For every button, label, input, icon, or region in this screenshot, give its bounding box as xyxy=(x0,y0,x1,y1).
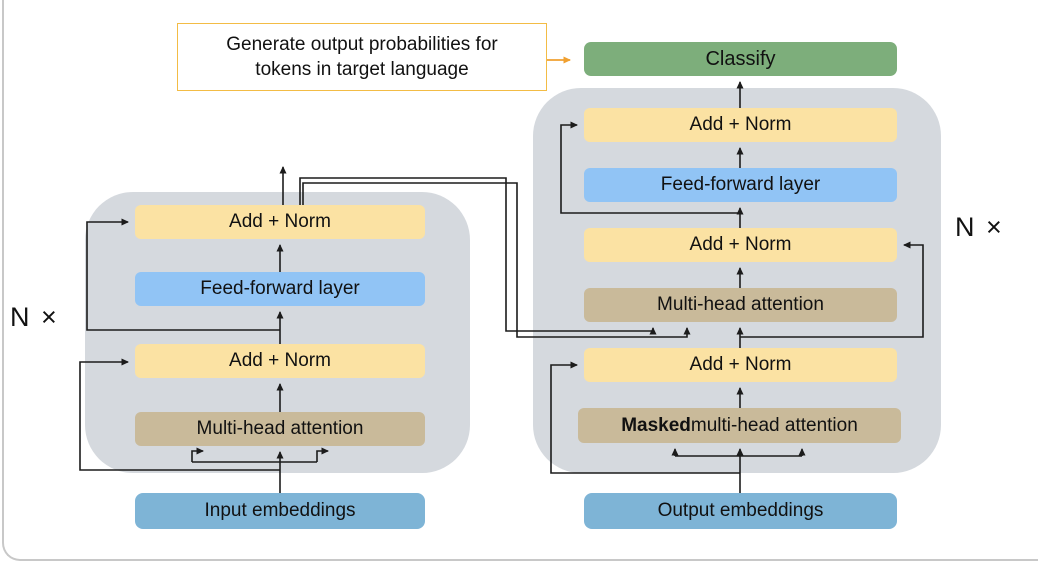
decoder-multi-head-attention: Multi-head attention xyxy=(584,288,897,322)
decoder-masked-attention: Masked multi-head attention xyxy=(578,408,901,443)
decoder-add-norm-mid: Add + Norm xyxy=(584,228,897,262)
decoder-add-norm-low: Add + Norm xyxy=(584,348,897,382)
annotation-callout: Generate output probabilities for tokens… xyxy=(177,23,547,91)
masked-attention-label-bold: Masked xyxy=(621,414,691,436)
output-embeddings-box: Output embeddings xyxy=(584,493,897,529)
annotation-line1: Generate output probabilities for xyxy=(226,33,498,55)
encoder-multi-head-attention: Multi-head attention xyxy=(135,412,425,446)
masked-attention-label-rest: multi-head attention xyxy=(690,414,858,436)
encoder-add-norm-bottom: Add + Norm xyxy=(135,344,425,378)
encoder-feed-forward: Feed-forward layer xyxy=(135,272,425,306)
encoder-add-norm-top: Add + Norm xyxy=(135,205,425,239)
decoder-n-label: N × xyxy=(955,212,1004,242)
encoder-n-label: N × xyxy=(10,302,59,332)
classify-box: Classify xyxy=(584,42,897,76)
decoder-add-norm-top: Add + Norm xyxy=(584,108,897,142)
annotation-line2: tokens in target language xyxy=(255,59,469,80)
decoder-feed-forward: Feed-forward layer xyxy=(584,168,897,202)
input-embeddings-box: Input embeddings xyxy=(135,493,425,529)
